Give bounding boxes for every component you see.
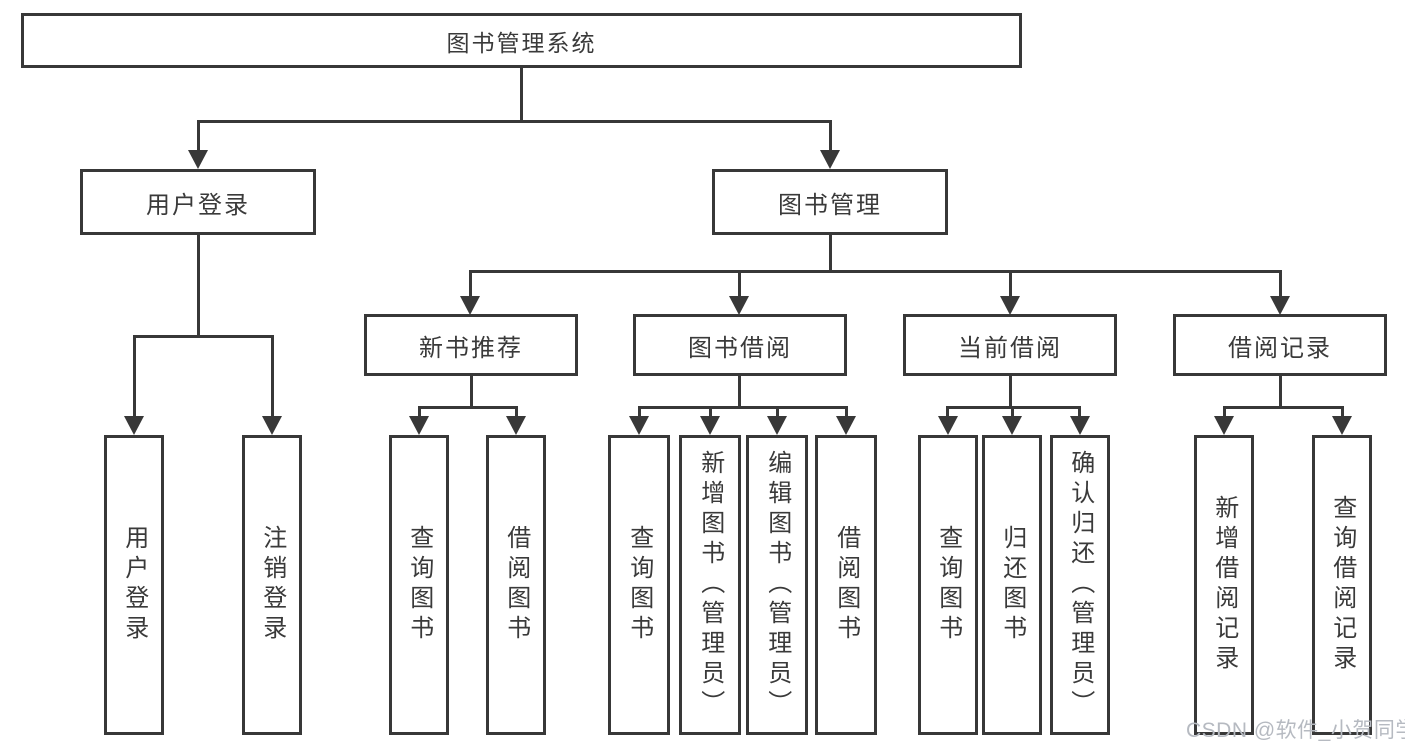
connector-user-login-stem <box>197 235 200 338</box>
connector-sec1-drop-1 <box>418 406 421 418</box>
leaf-query-books-recommend-label: 查询图书 <box>405 525 433 645</box>
arrowhead-sec1-leaf-1 <box>409 416 429 435</box>
node-current-borrowing: 当前借阅 <box>903 314 1117 376</box>
leaf-borrow-books-borrowing-label: 借阅图书 <box>832 525 860 645</box>
connector-sec1-drop-2 <box>515 406 518 418</box>
connector-root-bar <box>197 120 832 123</box>
leaf-query-books-current: 查询图书 <box>918 435 978 735</box>
connector-sec3-stem <box>1009 376 1012 408</box>
arrowhead-sec4-leaf-2 <box>1332 416 1352 435</box>
connector-sec1-bar <box>418 406 518 409</box>
connector-sec2-bar <box>638 406 847 409</box>
arrowhead-book-borrowing <box>729 296 749 315</box>
node-current-borrowing-label: 当前借阅 <box>958 334 1062 362</box>
connector-sec4-bar <box>1223 406 1344 409</box>
arrowhead-book-management <box>820 150 840 169</box>
connector-sec2-stem <box>738 376 741 408</box>
csdn-watermark: CSDN @软件_小贺同学 <box>1186 719 1405 742</box>
connector-sec3-drop-2 <box>1011 406 1014 418</box>
leaf-borrow-books-recommend: 借阅图书 <box>486 435 546 735</box>
connector-sec2-drop-4 <box>845 406 848 418</box>
leaf-edit-book-admin-label: 编辑图书（管理员） <box>763 450 791 720</box>
arrowhead-sec3-leaf-1 <box>938 416 958 435</box>
connector-root-drop-right <box>829 120 832 152</box>
node-book-borrowing-label: 图书借阅 <box>688 334 792 362</box>
leaf-query-borrow-record-label: 查询借阅记录 <box>1328 495 1356 675</box>
connector-sec4-drop-2 <box>1341 406 1344 418</box>
connector-sec2-drop-1 <box>638 406 641 418</box>
node-user-login: 用户登录 <box>80 169 316 235</box>
leaf-borrow-books-borrowing: 借阅图书 <box>815 435 877 735</box>
connector-book-mgmt-bar <box>469 270 1282 273</box>
connector-root-drop-left <box>197 120 200 152</box>
leaf-confirm-return-admin: 确认归还（管理员） <box>1050 435 1110 735</box>
connector-book-mgmt-drop-2 <box>738 270 741 298</box>
arrowhead-sec2-leaf-2 <box>700 416 720 435</box>
leaf-add-book-admin: 新增图书（管理员） <box>679 435 741 735</box>
node-book-management-label: 图书管理 <box>778 191 882 219</box>
arrowhead-sec2-leaf-4 <box>836 416 856 435</box>
leaf-user-login-label: 用户登录 <box>120 525 148 645</box>
connector-root-stem <box>520 68 523 122</box>
connector-sec3-drop-3 <box>1078 406 1081 418</box>
connector-book-mgmt-drop-4 <box>1279 270 1282 298</box>
arrowhead-borrowing-records <box>1270 296 1290 315</box>
leaf-add-borrow-record: 新增借阅记录 <box>1194 435 1254 735</box>
leaf-query-books-borrowing: 查询图书 <box>608 435 670 735</box>
connector-sec2-drop-3 <box>776 406 779 418</box>
leaf-logout: 注销登录 <box>242 435 302 735</box>
connector-book-mgmt-drop-3 <box>1009 270 1012 298</box>
node-library-system-label: 图书管理系统 <box>446 29 597 56</box>
leaf-borrow-books-recommend-label: 借阅图书 <box>502 525 530 645</box>
arrowhead-leaf-logout <box>262 416 282 435</box>
node-borrowing-records: 借阅记录 <box>1173 314 1387 376</box>
node-user-login-label: 用户登录 <box>146 191 250 219</box>
leaf-query-books-recommend: 查询图书 <box>389 435 449 735</box>
leaf-query-books-borrowing-label: 查询图书 <box>625 525 653 645</box>
node-new-book-recommendation: 新书推荐 <box>364 314 578 376</box>
connector-book-mgmt-stem <box>829 235 832 273</box>
leaf-return-books-label: 归还图书 <box>998 525 1026 645</box>
connector-book-mgmt-drop-1 <box>469 270 472 298</box>
connector-sec4-drop-1 <box>1223 406 1226 418</box>
leaf-user-login: 用户登录 <box>104 435 164 735</box>
leaf-confirm-return-admin-label: 确认归还（管理员） <box>1066 450 1094 720</box>
leaf-add-borrow-record-label: 新增借阅记录 <box>1210 495 1238 675</box>
arrowhead-leaf-user-login <box>124 416 144 435</box>
node-new-book-recommendation-label: 新书推荐 <box>419 334 523 362</box>
leaf-query-borrow-record: 查询借阅记录 <box>1312 435 1372 735</box>
connector-user-login-drop-1 <box>133 335 136 418</box>
leaf-return-books: 归还图书 <box>982 435 1042 735</box>
arrowhead-sec2-leaf-1 <box>629 416 649 435</box>
connector-sec1-stem <box>470 376 473 408</box>
arrowhead-new-book-recommendation <box>460 296 480 315</box>
connector-sec4-stem <box>1279 376 1282 408</box>
connector-sec3-drop-1 <box>946 406 949 418</box>
leaf-logout-label: 注销登录 <box>258 525 286 645</box>
node-book-management: 图书管理 <box>712 169 948 235</box>
arrowhead-sec2-leaf-3 <box>767 416 787 435</box>
arrowhead-sec3-leaf-3 <box>1070 416 1090 435</box>
arrowhead-sec1-leaf-2 <box>506 416 526 435</box>
node-library-system: 图书管理系统 <box>21 13 1022 68</box>
leaf-edit-book-admin: 编辑图书（管理员） <box>746 435 808 735</box>
node-borrowing-records-label: 借阅记录 <box>1228 334 1332 362</box>
arrowhead-sec4-leaf-1 <box>1214 416 1234 435</box>
connector-user-login-drop-2 <box>271 335 274 418</box>
node-book-borrowing: 图书借阅 <box>633 314 847 376</box>
connector-sec2-drop-2 <box>709 406 712 418</box>
arrowhead-sec3-leaf-2 <box>1002 416 1022 435</box>
arrowhead-user-login <box>188 150 208 169</box>
leaf-add-book-admin-label: 新增图书（管理员） <box>696 450 724 720</box>
connector-user-login-bar <box>133 335 274 338</box>
leaf-query-books-current-label: 查询图书 <box>934 525 962 645</box>
arrowhead-current-borrowing <box>1000 296 1020 315</box>
